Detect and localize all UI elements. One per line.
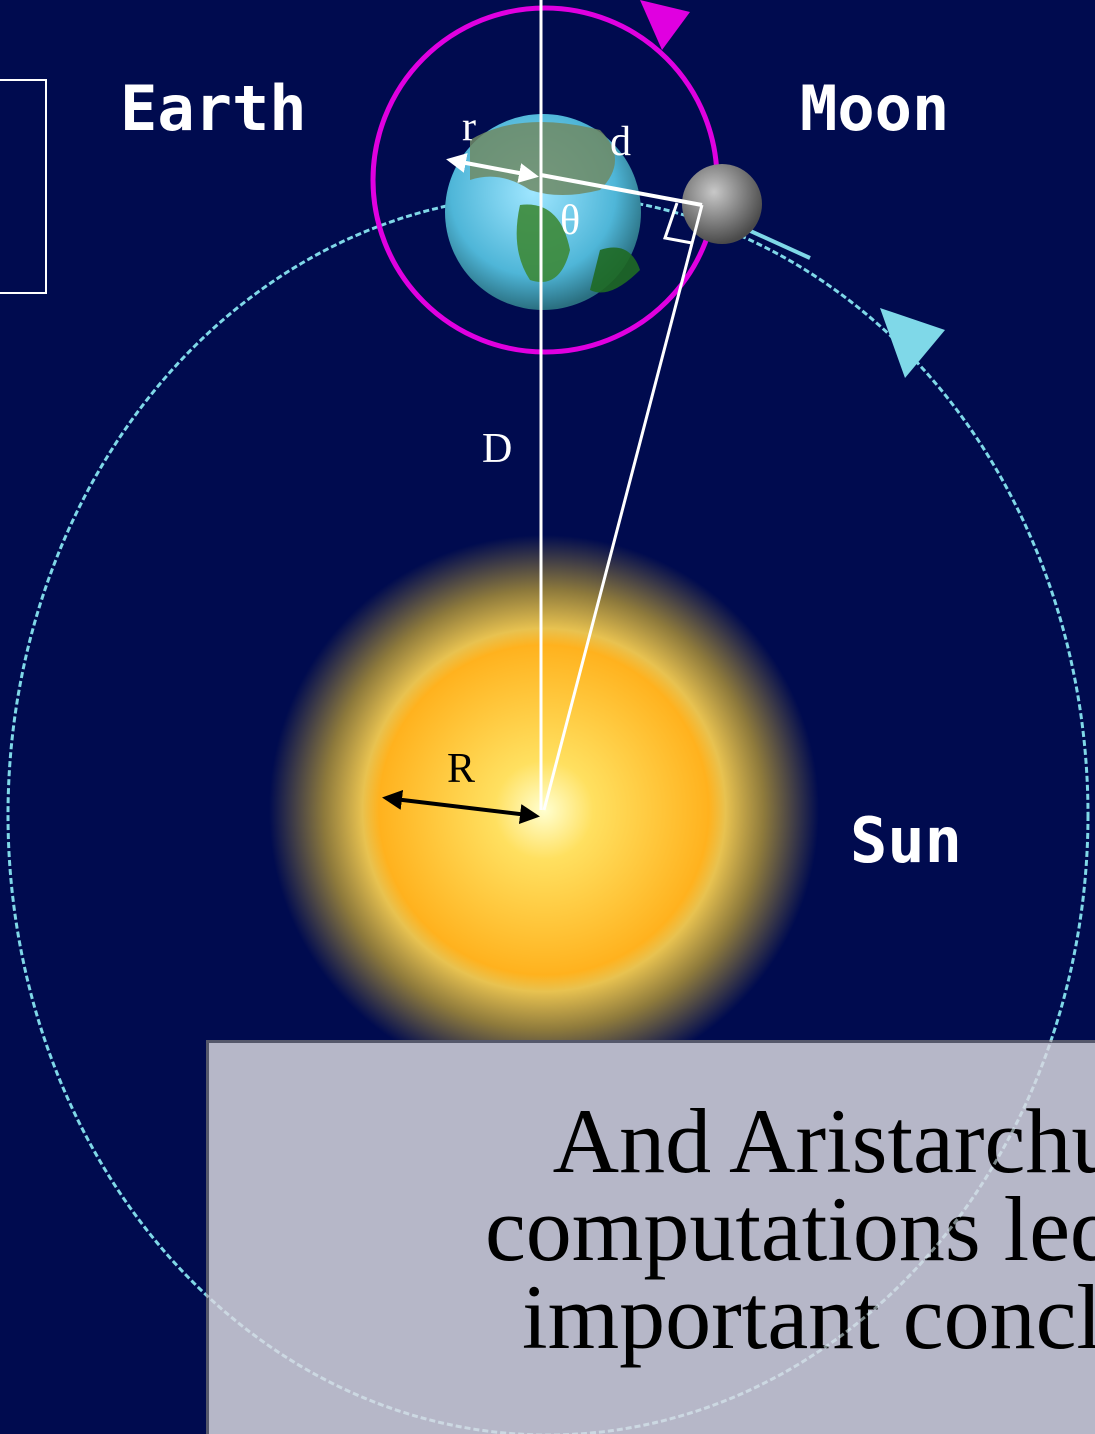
earth-radius-label: r	[462, 104, 476, 150]
left-frame	[0, 79, 47, 294]
earth-moon-distance-label: d	[610, 119, 631, 165]
earth-radius-arrow	[446, 153, 539, 183]
caption-line-2: computations led h	[484, 1178, 1095, 1280]
earth-sun-distance-label: D	[482, 426, 512, 472]
moon-sun-line	[542, 204, 704, 811]
moon-orbit-arrow-icon	[640, 0, 690, 50]
caption-line-1: And Aristarchu	[552, 1090, 1095, 1192]
sun-label: Sun	[850, 804, 962, 877]
earth-label: Earth	[120, 72, 307, 145]
caption-line-3: important conclu	[522, 1266, 1095, 1368]
sun-radius-arrow	[382, 789, 540, 825]
earth-moon-line	[540, 173, 703, 207]
sun-radius-label: R	[447, 746, 475, 792]
right-angle-marker	[663, 202, 693, 245]
moon	[682, 164, 762, 244]
earth-orbit-arrow-icon	[880, 308, 945, 378]
angle-label: θ	[560, 198, 580, 244]
moon-label: Moon	[800, 72, 949, 145]
